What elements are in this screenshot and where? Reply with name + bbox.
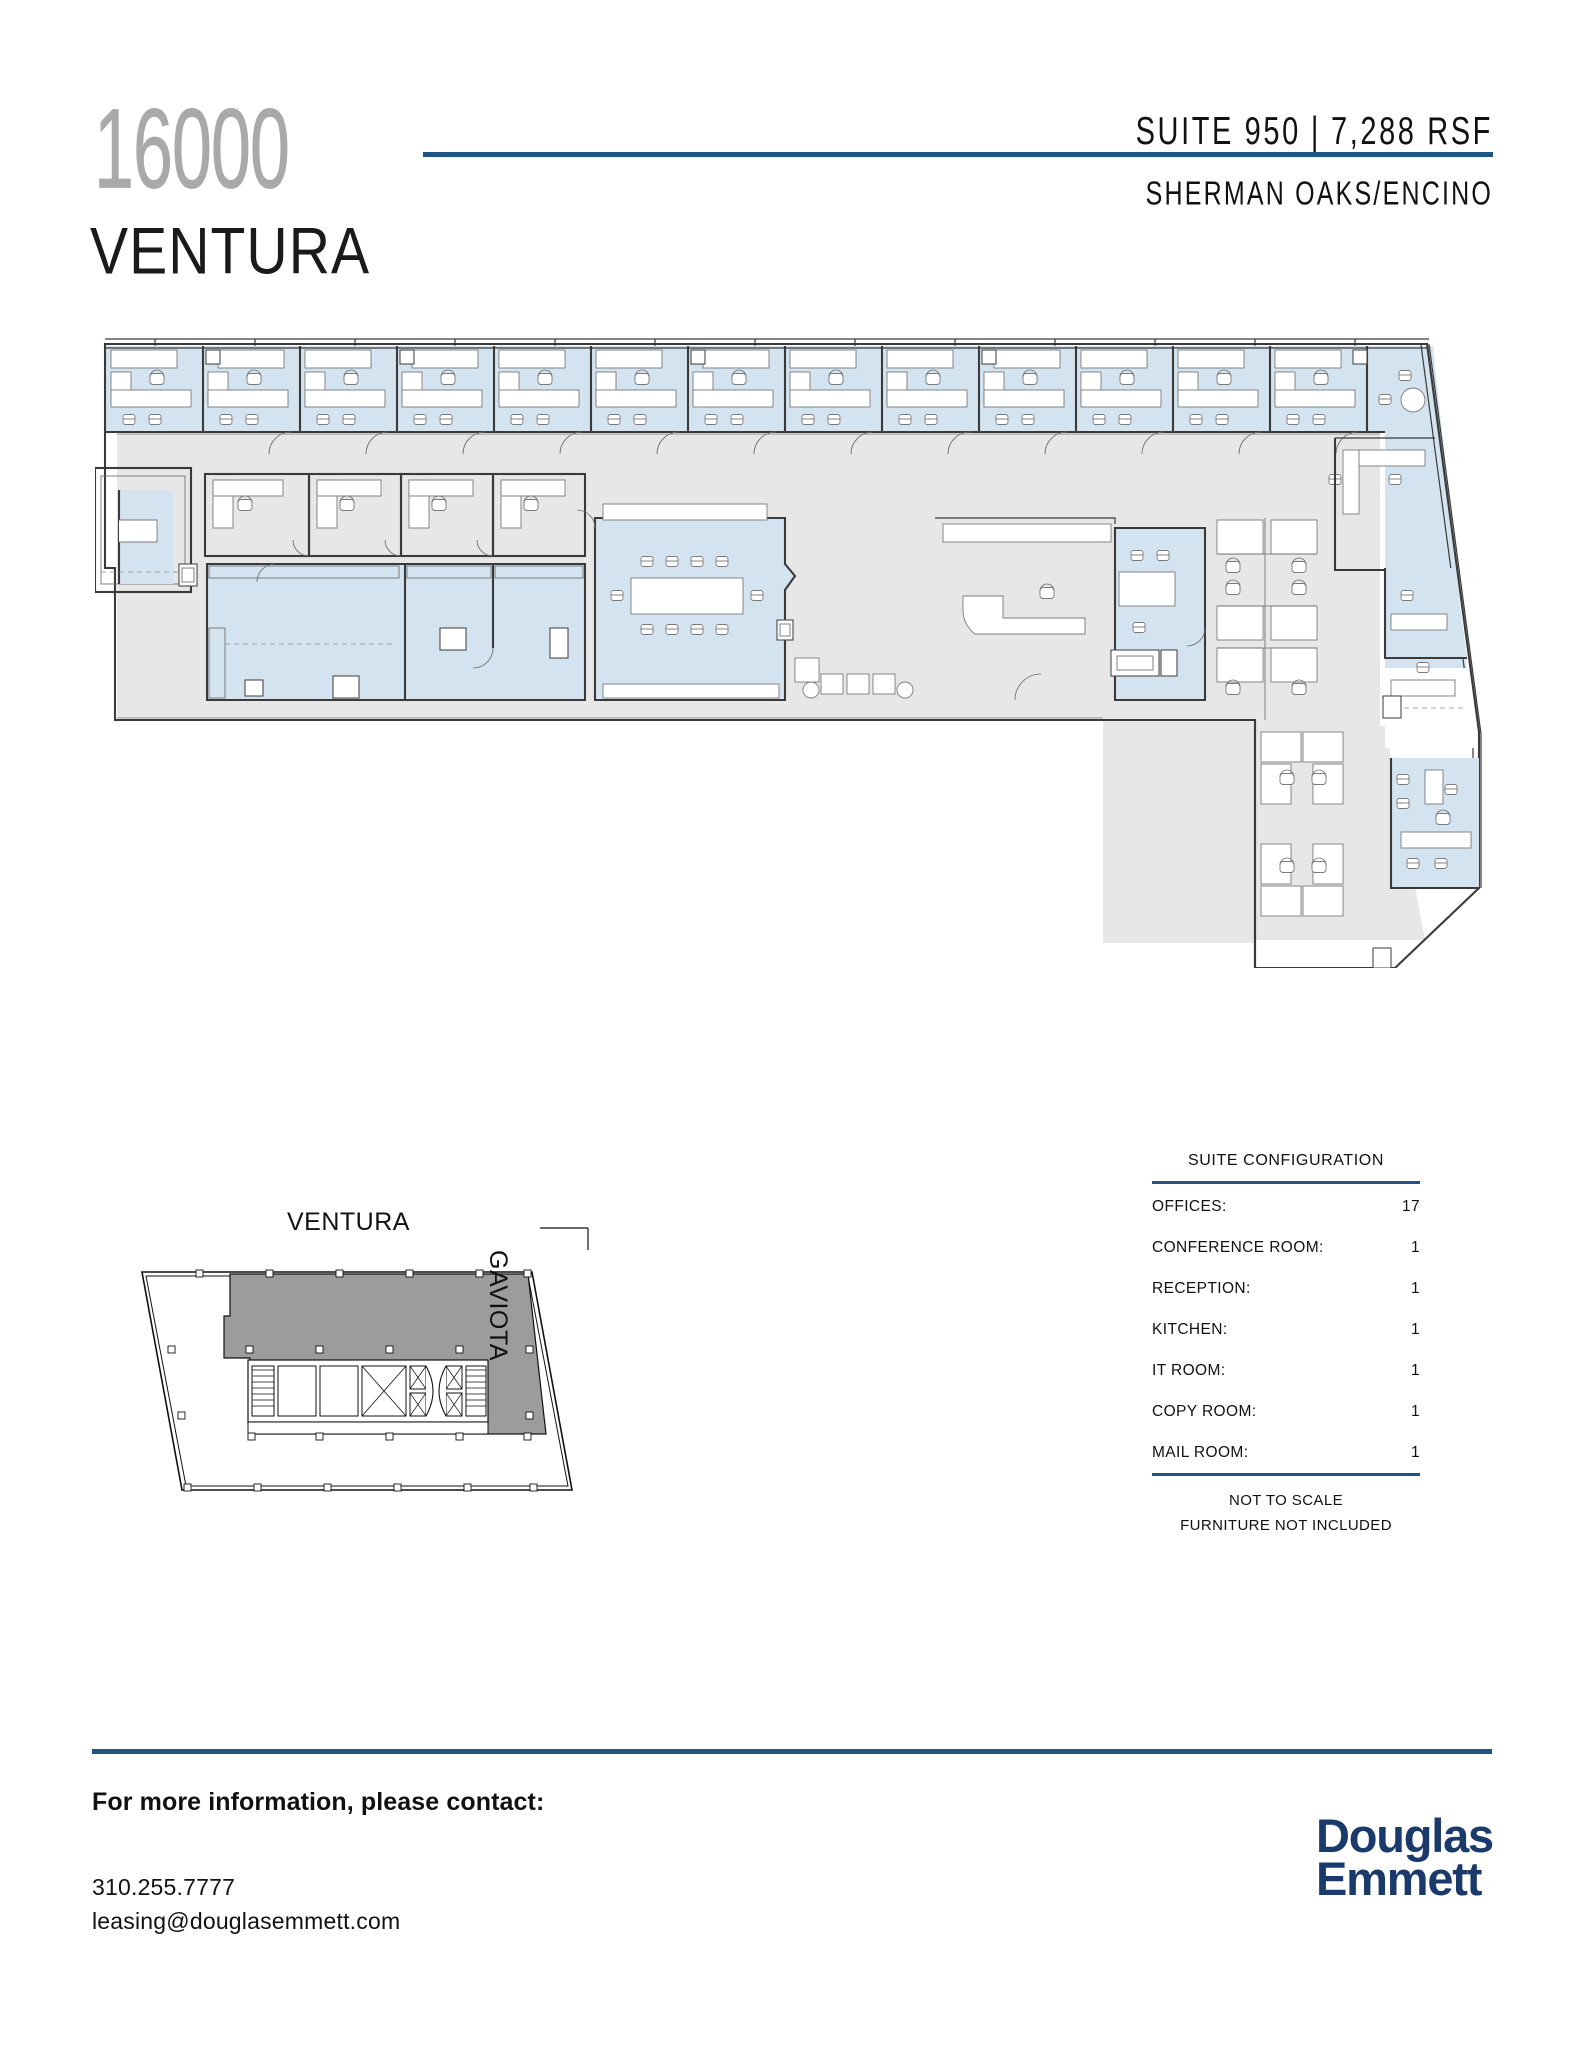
header-divider	[423, 152, 1493, 157]
note-not-to-scale: NOT TO SCALE	[1228, 1492, 1343, 1509]
contact-heading: For more information, please contact:	[92, 1788, 545, 1816]
config-rows: OFFICES: 17 CONFERENCE ROOM: 1 RECEPTION…	[1152, 1184, 1420, 1473]
suite-configuration-title: SUITE CONFIGURATION	[1188, 1152, 1384, 1169]
config-label: KITCHEN:	[1152, 1320, 1228, 1338]
footer-divider	[92, 1749, 1492, 1754]
contact-email[interactable]: leasing@douglasemmett.com	[92, 1908, 401, 1934]
logo-line-2: Emmett	[1315, 1852, 1482, 1906]
config-divider-top	[1152, 1181, 1420, 1184]
suite-title: SUITE 950|7,288 RSF	[1136, 110, 1493, 155]
office-furniture-set	[110, 349, 1368, 425]
config-label: IT ROOM:	[1152, 1361, 1226, 1379]
config-value: 1	[1410, 1320, 1420, 1338]
config-notes: NOT TO SCALE FURNITURE NOT INCLUDED	[1152, 1476, 1420, 1538]
corridor-edge	[117, 433, 1380, 719]
config-row-kitchen: KITCHEN: 1	[1152, 1309, 1420, 1350]
config-value: 17	[1401, 1197, 1420, 1215]
workstation-cluster-upper	[1216, 518, 1318, 720]
office-row-top	[105, 346, 1385, 455]
config-label: MAIL ROOM:	[1152, 1443, 1249, 1461]
ne-corner-area	[1328, 370, 1435, 589]
rsf-label: 7,288 RSF	[1330, 110, 1493, 154]
building-core	[247, 1359, 489, 1435]
contact-phone[interactable]: 310.255.7777	[92, 1874, 236, 1900]
config-row-mail-room: MAIL ROOM: 1	[1152, 1432, 1420, 1473]
config-row-reception: RECEPTION: 1	[1152, 1268, 1420, 1309]
config-label: RECEPTION:	[1152, 1279, 1251, 1297]
key-plan: .kw { fill:none; stroke:#111; stroke-wid…	[120, 1190, 640, 1540]
suite-label: SUITE 950	[1135, 110, 1301, 154]
logo-line-1: Douglas	[1315, 1809, 1494, 1862]
reception-area	[794, 517, 1116, 701]
workstation-cluster-lower	[1253, 724, 1392, 968]
config-row-copy-room: COPY ROOM: 1	[1152, 1391, 1420, 1432]
douglas-emmett-logo: Douglas Emmett	[1315, 1809, 1494, 1906]
street-leaders	[540, 1227, 589, 1250]
left-core-block	[95, 466, 198, 594]
keyplan-street-gaviota: GAVIOTA	[484, 1250, 512, 1361]
lower-left-rooms	[205, 562, 587, 702]
copy-it-room	[1110, 526, 1207, 702]
note-furniture-not-included: FURNITURE NOT INCLUDED	[1180, 1517, 1392, 1534]
config-value: 1	[1410, 1443, 1420, 1461]
column-grid	[167, 1269, 538, 1492]
interior-office-cluster	[203, 472, 587, 558]
neighborhood-label: SHERMAN OAKS/ENCINO	[1145, 175, 1493, 213]
building-name: VENTURA	[90, 213, 371, 288]
config-label: CONFERENCE ROOM:	[1152, 1238, 1324, 1256]
floor-plan: .wall { fill:none; stroke:#3a3a3a; strok…	[95, 328, 1495, 968]
floor-plan-drawing: .wall { fill:none; stroke:#3a3a3a; strok…	[95, 338, 1485, 968]
config-row-offices: OFFICES: 17	[1152, 1186, 1420, 1227]
config-value: 1	[1410, 1238, 1420, 1256]
config-label: OFFICES:	[1152, 1197, 1227, 1215]
key-plan-drawing: .kw { fill:none; stroke:#111; stroke-wid…	[141, 1227, 589, 1492]
building-number: 16000	[94, 84, 290, 213]
east-offices	[1382, 568, 1479, 890]
config-value: 1	[1410, 1361, 1420, 1379]
title-separator: |	[1310, 110, 1321, 154]
suite-configuration-panel: SUITE CONFIGURATION OFFICES: 17 CONFEREN…	[1152, 1152, 1420, 1538]
config-divider-bottom	[1152, 1473, 1420, 1476]
config-row-conference-room: CONFERENCE ROOM: 1	[1152, 1227, 1420, 1268]
page-header: 16000 VENTURA SUITE 950|7,288 RSF SHERMA…	[0, 0, 1583, 300]
config-value: 1	[1410, 1402, 1420, 1420]
keyplan-street-ventura: VENTURA	[287, 1208, 410, 1236]
conference-room	[576, 503, 797, 702]
config-label: COPY ROOM:	[1152, 1402, 1257, 1420]
config-row-it-room: IT ROOM: 1	[1152, 1350, 1420, 1391]
config-value: 1	[1410, 1279, 1420, 1297]
